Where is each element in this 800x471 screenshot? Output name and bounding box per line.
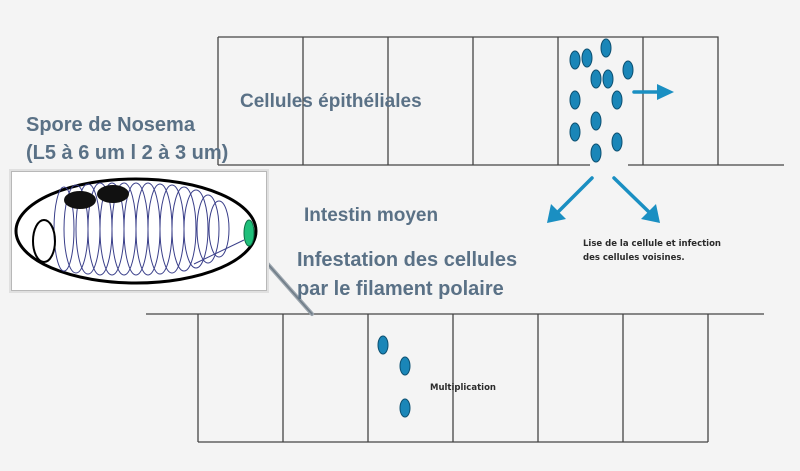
spore xyxy=(590,143,602,163)
spore xyxy=(569,50,581,70)
lysis-label-line1: Lise de la cellule et infection xyxy=(583,239,721,249)
arrow-down-left-icon xyxy=(547,176,594,223)
lysis-label-line2: des cellules voisines. xyxy=(583,253,685,263)
arrow-right-icon xyxy=(632,84,674,100)
spore xyxy=(602,69,614,89)
nosema-spore-illustration xyxy=(14,177,258,285)
anchoring-disc xyxy=(243,219,255,247)
spore xyxy=(399,356,411,376)
infestation-label-line1: Infestation des cellules xyxy=(297,249,518,271)
midgut-label: Intestin moyen xyxy=(304,205,439,226)
nucleus-1 xyxy=(64,191,96,209)
arrow-down-right-icon xyxy=(612,176,660,223)
spore xyxy=(590,69,602,89)
spore xyxy=(622,60,634,80)
spore xyxy=(581,48,593,68)
epithelial-cells-label: Cellules épithéliales xyxy=(240,91,422,112)
spore xyxy=(590,111,602,131)
polar-filament-entry xyxy=(264,260,314,316)
spore xyxy=(611,132,623,152)
infestation-label-line2: par le filament polaire xyxy=(297,278,504,300)
spore xyxy=(569,122,581,142)
spore xyxy=(399,398,411,418)
spore xyxy=(569,90,581,110)
nucleus-2 xyxy=(97,185,129,203)
spore xyxy=(600,38,612,58)
spore xyxy=(377,335,389,355)
upper-epithelial-cells xyxy=(217,36,784,166)
release-arrows xyxy=(547,84,674,223)
posterior-vacuole xyxy=(32,219,56,263)
spore-title: Spore de Nosema xyxy=(26,114,195,136)
spores-infected-cell xyxy=(569,38,634,163)
lower-epithelial-cells xyxy=(146,313,764,443)
polar-filament-coils xyxy=(53,182,245,276)
spore-size: (L5 à 6 um l 2 à 3 um) xyxy=(26,142,229,164)
spores-multiplication xyxy=(377,335,411,418)
spore xyxy=(611,90,623,110)
spore-illustration-panel xyxy=(11,171,267,291)
multiplication-label: Multiplication xyxy=(430,383,496,393)
